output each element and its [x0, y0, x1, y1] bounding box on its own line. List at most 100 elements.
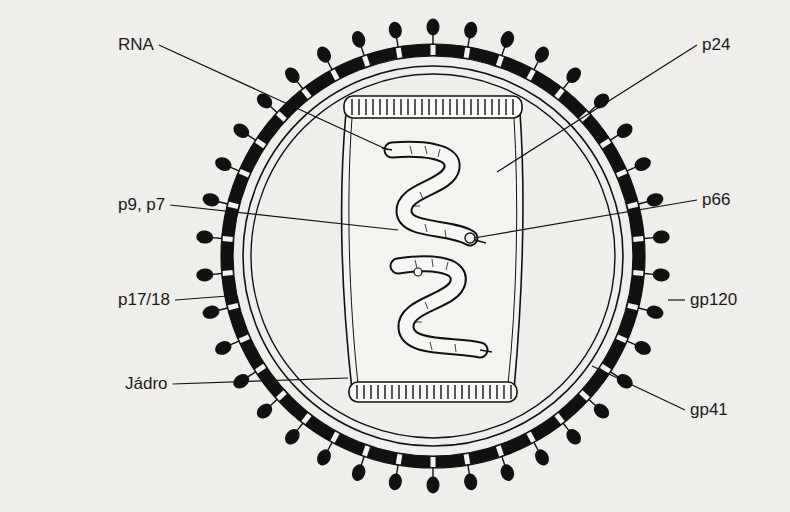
- gp41-stalk: [639, 202, 649, 204]
- rna-tail: [475, 240, 486, 243]
- gp120-head: [387, 21, 403, 40]
- envelope-joint: [330, 432, 339, 443]
- gp120-head: [282, 65, 303, 86]
- gp120-knob: [350, 29, 371, 57]
- gp41-stalk: [297, 423, 303, 431]
- envelope-joint: [464, 47, 471, 58]
- gp120-head: [213, 155, 234, 174]
- core-hatch: [454, 385, 455, 399]
- envelope-joint: [616, 334, 627, 343]
- core-hatch: [440, 385, 441, 399]
- gp120-knob: [282, 419, 308, 447]
- rna-strand-outline: [392, 149, 470, 238]
- gp120-head: [387, 472, 403, 491]
- envelope-joint: [330, 69, 339, 80]
- gp120-knob: [350, 454, 371, 482]
- envelope-joint: [616, 169, 627, 178]
- gp120-knob: [427, 468, 440, 494]
- gp120-knob: [387, 464, 404, 491]
- leader-lines: [159, 45, 697, 410]
- gp120-head: [498, 29, 516, 49]
- gp41-stalk: [534, 442, 539, 451]
- gp120-knob: [213, 335, 242, 357]
- core-hatch: [405, 385, 406, 399]
- core-hatch: [365, 99, 366, 115]
- envelope-joint: [431, 45, 436, 55]
- part-label: p24: [702, 35, 730, 55]
- gp120-knob: [558, 419, 584, 447]
- envelope-joint: [255, 364, 266, 374]
- core-hatch: [505, 99, 506, 115]
- gp120-knob: [282, 65, 308, 93]
- gp120-knob: [528, 44, 552, 73]
- envelope-band: [227, 50, 639, 462]
- part-label: RNA: [118, 35, 154, 55]
- envelope-joint: [223, 270, 233, 276]
- core-hatch: [484, 99, 485, 115]
- leader-line: [170, 205, 398, 230]
- gp120-head: [231, 121, 252, 141]
- gp120-knob: [254, 395, 282, 422]
- gp41-stalk: [327, 442, 332, 451]
- envelope-edge: [233, 56, 633, 456]
- envelope-joint: [396, 47, 403, 58]
- core-hatch: [400, 99, 401, 115]
- gp120-knob: [496, 29, 517, 57]
- core-hatch: [449, 99, 450, 115]
- envelope-group: [196, 19, 670, 494]
- envelope-joint: [362, 56, 370, 67]
- p66-enzyme: [465, 233, 475, 243]
- core-hatch: [363, 385, 364, 399]
- gp120-head: [196, 268, 214, 282]
- gp120-head: [427, 477, 440, 494]
- core-hatch: [435, 99, 436, 115]
- gp120-head: [213, 339, 234, 358]
- leader-line: [173, 378, 348, 384]
- gp120-head: [254, 401, 275, 422]
- core-hatch: [433, 385, 434, 399]
- gp120-knob: [461, 464, 478, 491]
- gp120-knob: [528, 439, 552, 468]
- gp120-knob: [644, 230, 670, 245]
- gp120-head: [314, 447, 334, 468]
- core-wall-left: [349, 118, 358, 384]
- core-hatch: [412, 385, 413, 399]
- envelope-edge: [221, 44, 645, 468]
- core-hatch: [491, 99, 492, 115]
- gp120-knob: [213, 155, 242, 177]
- envelope-joint: [362, 445, 370, 456]
- core-bottom-band: [349, 382, 517, 402]
- gp120-head: [350, 462, 368, 482]
- gp120-knob: [201, 302, 229, 321]
- core-top-band: [344, 96, 522, 118]
- core-hatch: [442, 99, 443, 115]
- core-hatch: [447, 385, 448, 399]
- gp120-knob: [496, 454, 517, 482]
- rna-strand-fill: [398, 264, 480, 350]
- gp120-head: [632, 155, 653, 174]
- gp120-head: [201, 191, 221, 208]
- gp120-knob: [231, 367, 259, 392]
- gp120-knob: [231, 121, 259, 146]
- envelope-joint: [627, 303, 638, 310]
- core-hatch: [463, 99, 464, 115]
- gp41-stalk: [589, 400, 596, 407]
- gp120-knob: [314, 439, 338, 468]
- envelope-joint: [301, 88, 311, 99]
- part-label: gp120: [690, 290, 737, 310]
- core-hatch: [386, 99, 387, 115]
- envelope-joint: [396, 454, 403, 465]
- gp41-stalk: [327, 61, 332, 70]
- core-hatch: [393, 99, 394, 115]
- core-hatch: [358, 99, 359, 115]
- envelope-joint: [301, 413, 311, 424]
- core-hatch: [372, 99, 373, 115]
- envelope-joint: [228, 202, 239, 209]
- core-wall-right: [508, 118, 517, 384]
- leader-line: [175, 296, 228, 300]
- gp120-head: [463, 21, 479, 40]
- part-label: Jádro: [125, 374, 168, 394]
- core-hatch: [477, 99, 478, 115]
- core-hatch: [428, 99, 429, 115]
- core-hatch: [482, 385, 483, 399]
